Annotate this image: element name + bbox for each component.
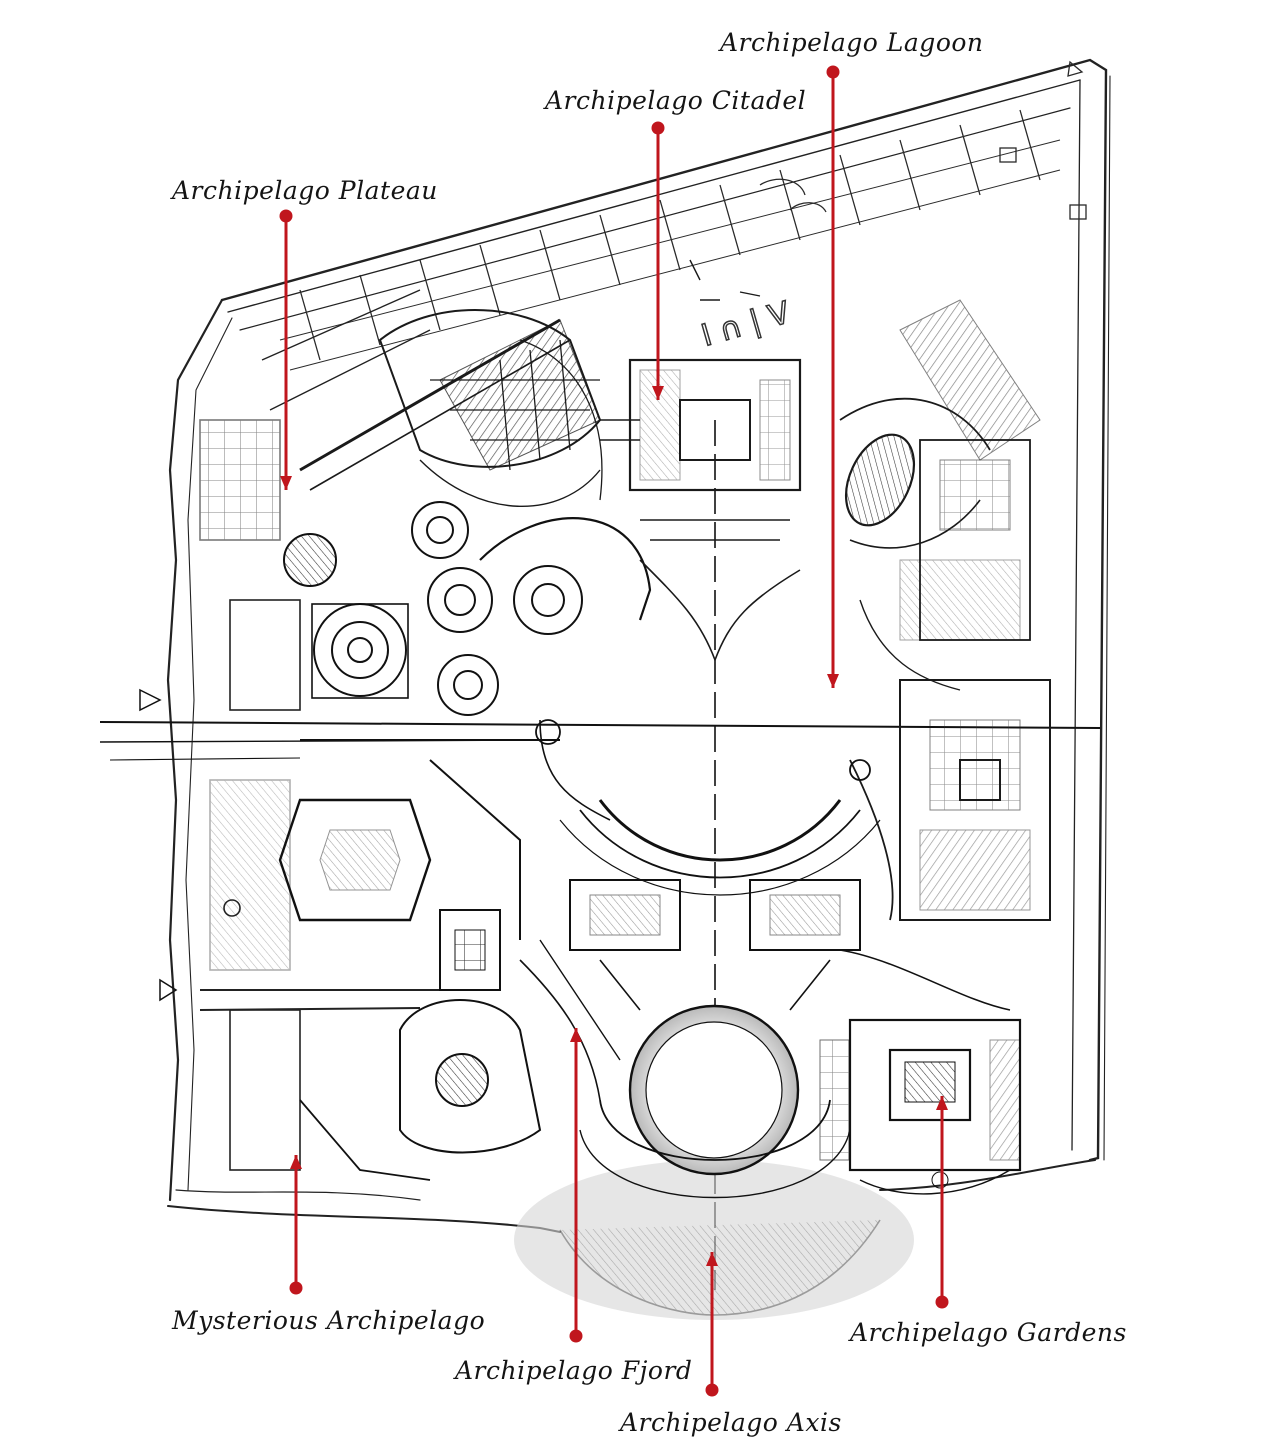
leader-lagoon-dot: [826, 65, 840, 79]
leader-citadel-dot: [651, 121, 665, 135]
leader-gardens-dot: [935, 1295, 949, 1309]
label-archipelago-lagoon: Archipelago Lagoon: [720, 28, 984, 57]
leader-plateau-dot: [279, 209, 293, 223]
leader-fjord-arrowhead: [570, 1028, 582, 1042]
svg-text:I ∩ | V: I ∩ | V: [698, 295, 795, 354]
leader-citadel: [651, 121, 665, 400]
northern-perimeter-blocks: [279, 60, 1087, 371]
leader-mysterious-dot: [289, 1281, 303, 1295]
label-archipelago-citadel: Archipelago Citadel: [545, 86, 807, 115]
label-archipelago-gardens: Archipelago Gardens: [850, 1318, 1127, 1347]
leader-axis: [705, 1252, 719, 1397]
label-mysterious-archipelago: Mysterious Archipelago: [172, 1306, 486, 1335]
callout-leaders: [279, 65, 949, 1397]
label-archipelago-fjord: Archipelago Fjord: [455, 1356, 693, 1385]
leader-axis-dot: [705, 1383, 719, 1397]
leader-fjord: [569, 1028, 583, 1343]
leader-fjord-dot: [569, 1329, 583, 1343]
leader-axis-arrowhead: [706, 1252, 718, 1266]
leader-mysterious-arrowhead: [290, 1155, 302, 1169]
western-district: [199, 289, 440, 1171]
leader-lagoon-arrowhead: [827, 674, 839, 688]
fjord-quarter: [278, 739, 621, 1181]
label-archipelago-plateau: Archipelago Plateau: [172, 176, 438, 205]
label-archipelago-axis: Archipelago Axis: [620, 1408, 842, 1437]
leader-gardens-arrowhead: [936, 1096, 948, 1110]
central-ring: [535, 719, 881, 951]
round-pavilions: [283, 501, 652, 716]
leader-lagoon: [826, 65, 840, 688]
leader-mysterious: [289, 1155, 303, 1295]
site-outline: [166, 58, 1111, 1233]
citadel-quarter: I ∩ | V: [600, 259, 802, 663]
gardens-quarter: [819, 949, 1022, 1195]
leader-plateau: [279, 209, 293, 490]
east-quarter: [849, 679, 1051, 921]
southern-dome: [514, 959, 914, 1320]
north-east-quarter: [839, 299, 1041, 691]
leader-citadel-arrowhead: [652, 386, 664, 400]
leader-plateau-arrowhead: [280, 476, 292, 490]
north-west-quarter: [299, 309, 603, 507]
leader-gardens: [935, 1096, 949, 1309]
